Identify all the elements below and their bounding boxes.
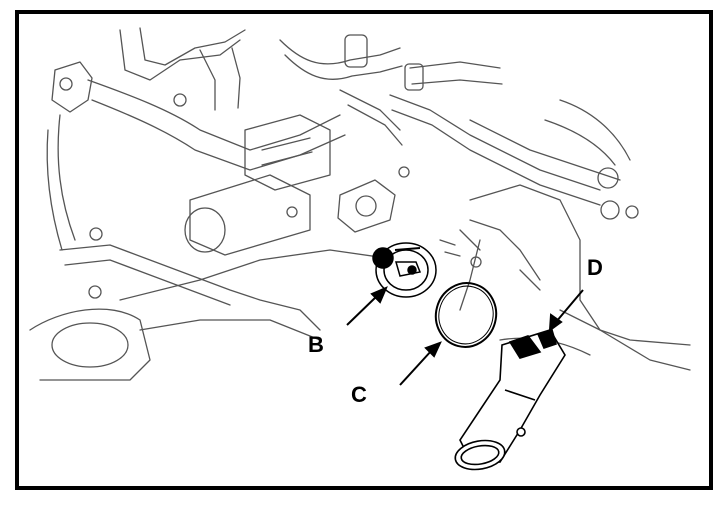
arrow-c [399,349,433,386]
diagram-border [15,10,713,490]
arrow-d [555,289,584,323]
callout-label-b: B [308,332,324,357]
engine-background-linework [29,27,691,381]
thermostat [372,242,437,298]
callout-label-c: C [351,382,367,407]
arrow-b [346,294,379,326]
water-inlet-fitting [454,329,566,471]
gasket [434,282,498,348]
callout-arrows [346,286,584,386]
callout-label-d: D [587,255,603,280]
